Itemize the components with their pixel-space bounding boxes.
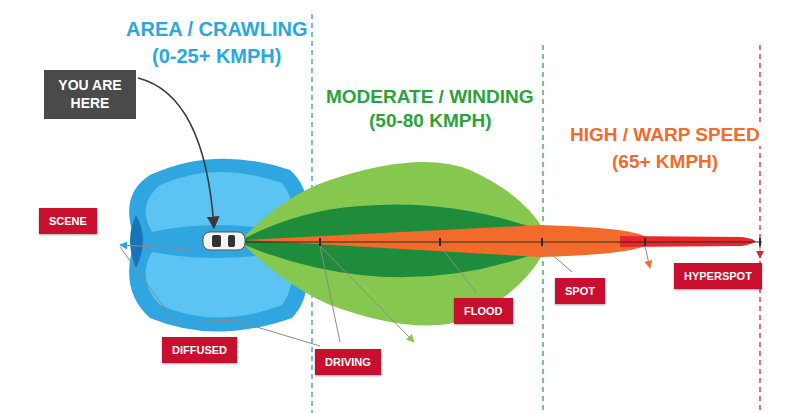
leader-line (120, 247, 244, 322)
leader-line (760, 246, 761, 258)
car-window (228, 235, 235, 247)
car-icon (203, 232, 245, 250)
zone-heading: MODERATE / WINDING (323, 87, 537, 108)
box-text: HYPERSPOT (684, 270, 752, 282)
leader-line (440, 246, 476, 292)
car-body (203, 232, 245, 250)
area-beam-notch (130, 215, 143, 268)
leader-line (120, 245, 760, 346)
box-text: SPOT (565, 285, 595, 297)
speed-range: (0-25+ KMPH) (149, 45, 284, 67)
beam-axis (245, 238, 762, 246)
beam-label: SCENE (39, 208, 97, 234)
zone-heading: HIGH / WARP SPEED (567, 125, 763, 146)
axis-tick (439, 238, 441, 246)
box-text: FLOOD (464, 305, 503, 317)
box-text: YOU ARE HERE (50, 77, 130, 112)
leader-line (320, 246, 414, 342)
box-text: DRIVING (325, 356, 371, 368)
speed-range: (50-80 KMPH) (366, 111, 494, 132)
leader-line (320, 246, 340, 342)
box-text: DIFFUSED (172, 344, 227, 356)
leader-line (645, 246, 650, 268)
axis-tick (319, 238, 321, 246)
beam-label: HYPERSPOT (674, 263, 762, 289)
leader-line (120, 245, 205, 250)
spot-beam (245, 225, 650, 257)
beam-label: SPOT (555, 278, 605, 304)
beam-label: FLOOD (454, 298, 513, 324)
car-window (212, 235, 221, 247)
beam-label: DRIVING (315, 349, 381, 375)
pointer-arrow (138, 78, 214, 228)
box-text: SCENE (49, 215, 87, 227)
beam-axis (245, 241, 762, 242)
axis-tick (759, 238, 761, 246)
axis-tick (541, 238, 543, 246)
leader-line (240, 322, 320, 346)
zone-heading: AREA / CRAWLING (123, 18, 310, 40)
speed-range: (65+ KMPH) (609, 152, 721, 173)
zone-divider (759, 45, 760, 413)
axis-tick (644, 238, 646, 246)
beam-label: DIFFUSED (162, 337, 237, 363)
location-callout: YOU ARE HERE (44, 70, 136, 119)
leader-line (542, 246, 572, 272)
